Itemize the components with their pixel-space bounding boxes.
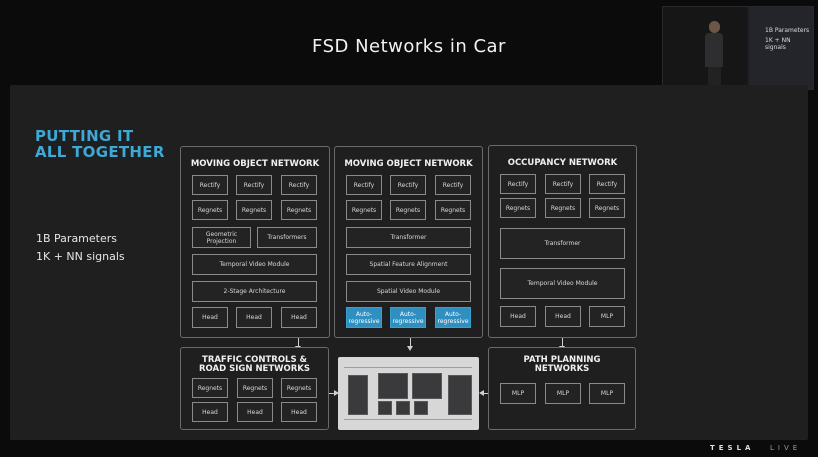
head-box: Head <box>192 402 228 422</box>
geometric-projection-box: Geometric Projection <box>192 227 251 248</box>
panel-title: MOVING OBJECT NETWORK <box>344 159 473 169</box>
presenter-torso <box>705 33 723 67</box>
board-chip <box>378 401 392 415</box>
board-connector <box>448 375 472 415</box>
left-arrow-icon <box>479 390 489 396</box>
stage-area <box>663 7 747 89</box>
inset-screen-line: 1K + NN signals <box>765 37 791 51</box>
rectify-box: Rectify <box>192 175 228 195</box>
mlp-box: MLP <box>500 383 536 404</box>
presenter-figure <box>703 21 725 87</box>
slide-heading-line: ALL TOGETHER <box>35 143 165 161</box>
down-arrow-icon <box>407 338 413 351</box>
down-arrow-icon <box>559 338 565 351</box>
down-arrow-icon <box>295 338 301 351</box>
autoregressive-box: Auto- regressive <box>435 307 471 328</box>
presenter-legs <box>708 67 721 87</box>
regnets-box: Regnets <box>281 200 317 220</box>
video-title: FSD Networks in Car <box>312 36 506 57</box>
autoregressive-box: Auto- regressive <box>346 307 382 328</box>
regnets-box: Regnets <box>192 378 228 398</box>
regnets-box: Regnets <box>281 378 317 398</box>
temporal-video-module-box: Temporal Video Module <box>500 268 625 299</box>
panel-title-line: TRAFFIC CONTROLS & <box>202 355 307 365</box>
two-stage-architecture-box: 2-Stage Architecture <box>192 281 317 302</box>
inset-screen <box>749 7 813 89</box>
board-chip <box>414 401 428 415</box>
mlp-box: MLP <box>589 306 625 327</box>
regnets-box: Regnets <box>390 200 426 220</box>
regnets-box: Regnets <box>346 200 382 220</box>
panel-title-line: NETWORKS <box>534 364 590 374</box>
traffic-controls-panel: TRAFFIC CONTROLS & ROAD SIGN NETWORKS Re… <box>180 347 329 430</box>
transformer-box: Transformer <box>346 227 471 248</box>
stat-signals: 1K + NN signals <box>36 250 125 263</box>
rectify-box: Rectify <box>236 175 272 195</box>
regnets-box: Regnets <box>545 198 581 218</box>
stat-parameters: 1B Parameters <box>36 232 118 245</box>
board-connector <box>348 375 368 415</box>
rectify-box: Rectify <box>435 175 471 195</box>
presenter-video-inset: 1B Parameters 1K + NN signals <box>662 6 814 90</box>
rectify-box: Rectify <box>281 175 317 195</box>
rectify-box: Rectify <box>545 174 581 194</box>
head-box: Head <box>236 307 272 328</box>
board-chip <box>396 401 410 415</box>
regnets-box: Regnets <box>500 198 536 218</box>
spatial-video-module-box: Spatial Video Module <box>346 281 471 302</box>
regnets-box: Regnets <box>237 378 273 398</box>
spatial-feature-alignment-box: Spatial Feature Alignment <box>346 254 471 275</box>
regnets-box: Regnets <box>192 200 228 220</box>
mlp-box: MLP <box>589 383 625 404</box>
head-box: Head <box>281 307 317 328</box>
rectify-box: Rectify <box>589 174 625 194</box>
board-chip <box>378 373 408 399</box>
board-chip <box>412 373 442 399</box>
regnets-box: Regnets <box>589 198 625 218</box>
regnets-box: Regnets <box>236 200 272 220</box>
board-trace <box>344 367 472 368</box>
moving-object-network-panel-1: MOVING OBJECT NETWORK Rectify Rectify Re… <box>180 146 330 338</box>
head-box: Head <box>545 306 581 327</box>
board-trace <box>344 419 472 420</box>
panel-title: OCCUPANCY NETWORK <box>507 158 618 168</box>
transformer-box: Transformer <box>500 228 625 259</box>
tesla-logo: TESLA <box>710 444 755 452</box>
path-planning-panel: PATH PLANNING NETWORKS MLP MLP MLP <box>488 347 636 430</box>
head-box: Head <box>192 307 228 328</box>
autoregressive-box: Auto- regressive <box>390 307 426 328</box>
rectify-box: Rectify <box>346 175 382 195</box>
head-box: Head <box>237 402 273 422</box>
rectify-box: Rectify <box>390 175 426 195</box>
panel-title-line: PATH PLANNING <box>523 355 601 365</box>
mlp-box: MLP <box>545 383 581 404</box>
presenter-head <box>709 21 720 33</box>
live-label: LIVE <box>770 444 802 452</box>
slide-heading-line: PUTTING IT <box>35 127 134 145</box>
right-arrow-icon <box>329 390 339 396</box>
occupancy-network-panel: OCCUPANCY NETWORK Rectify Rectify Rectif… <box>488 145 637 338</box>
temporal-video-module-box: Temporal Video Module <box>192 254 317 275</box>
head-box: Head <box>281 402 317 422</box>
slide-heading: PUTTING IT ALL TOGETHER <box>35 128 165 160</box>
inset-screen-line: 1B Parameters <box>765 27 810 34</box>
rectify-box: Rectify <box>500 174 536 194</box>
fsd-computer-board-image <box>338 357 479 430</box>
transformers-box: Transformers <box>257 227 317 248</box>
panel-title-line: ROAD SIGN NETWORKS <box>198 364 311 374</box>
panel-title: MOVING OBJECT NETWORK <box>190 159 320 169</box>
moving-object-network-panel-2: MOVING OBJECT NETWORK Rectify Rectify Re… <box>334 146 483 338</box>
head-box: Head <box>500 306 536 327</box>
regnets-box: Regnets <box>435 200 471 220</box>
